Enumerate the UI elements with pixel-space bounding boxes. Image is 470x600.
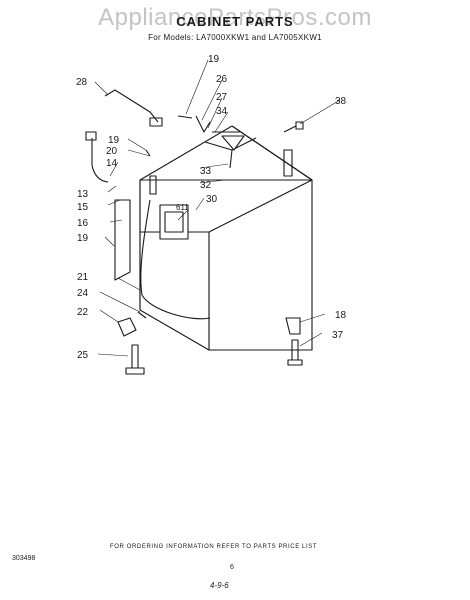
document-code: 303498	[12, 555, 36, 562]
timer-box	[164, 211, 184, 233]
bolt-24	[137, 311, 147, 319]
cabinet-top-frame	[139, 125, 313, 181]
clamp-22	[117, 317, 137, 337]
callout-37: 37	[332, 330, 344, 341]
clip-26	[195, 115, 211, 133]
screw-20	[145, 149, 151, 157]
screw-38	[283, 125, 297, 133]
callout-19-mid: 19	[108, 135, 120, 146]
callout-30: 30	[206, 194, 218, 205]
watermark: AppliancePartsPros.com	[98, 4, 372, 31]
corner-post-left	[149, 175, 157, 195]
callout-33: 33	[200, 166, 212, 177]
cord-clip	[149, 117, 163, 127]
callout-19-low: 19	[77, 233, 89, 244]
callout-21: 21	[77, 272, 89, 283]
corner-post-right	[283, 149, 293, 177]
screw-19-top	[177, 115, 193, 119]
part-callouts: 28 19 26 27 34 38 19 20 14 33 32 30 13 1…	[76, 54, 347, 361]
callout-14: 14	[106, 158, 118, 169]
cabinet-side-face	[139, 231, 210, 351]
wire-harness	[140, 199, 211, 320]
hose-end	[85, 131, 97, 141]
callout-26: 26	[216, 74, 228, 85]
ordering-note: FOR ORDERING INFORMATION REFER TO PARTS …	[110, 544, 318, 550]
leveling-leg-37	[287, 339, 303, 366]
page-number: 6	[230, 564, 234, 571]
callout-24: 24	[77, 288, 89, 299]
callout-16: 16	[77, 218, 89, 229]
hose	[91, 138, 109, 183]
callout-32: 32	[200, 180, 212, 191]
callout-34: 34	[216, 106, 228, 117]
bracket-18	[285, 317, 301, 335]
handwritten-note: 4-9-6	[210, 581, 229, 590]
models-subtitle: For Models: LA7000XKW1 and LA7005XKW1	[148, 33, 322, 42]
callout-20: 20	[106, 146, 118, 157]
callout-28: 28	[76, 77, 88, 88]
leveling-leg-25	[125, 344, 145, 375]
diagram-title: CABINET PARTS	[176, 14, 294, 29]
callout-19-top: 19	[208, 54, 220, 65]
top-brace	[204, 131, 257, 169]
callout-38: 38	[335, 96, 347, 107]
side-panel	[114, 199, 131, 281]
callout-611: 611	[176, 203, 189, 212]
cabinet-front-edge	[208, 179, 313, 233]
callout-27: 27	[216, 92, 228, 103]
brace-bracket	[221, 135, 245, 151]
callout-25: 25	[77, 350, 89, 361]
callout-15: 15	[77, 202, 89, 213]
callout-13: 13	[77, 189, 89, 200]
callout-22: 22	[77, 307, 89, 318]
power-cord	[104, 89, 159, 123]
callout-18: 18	[335, 310, 347, 321]
